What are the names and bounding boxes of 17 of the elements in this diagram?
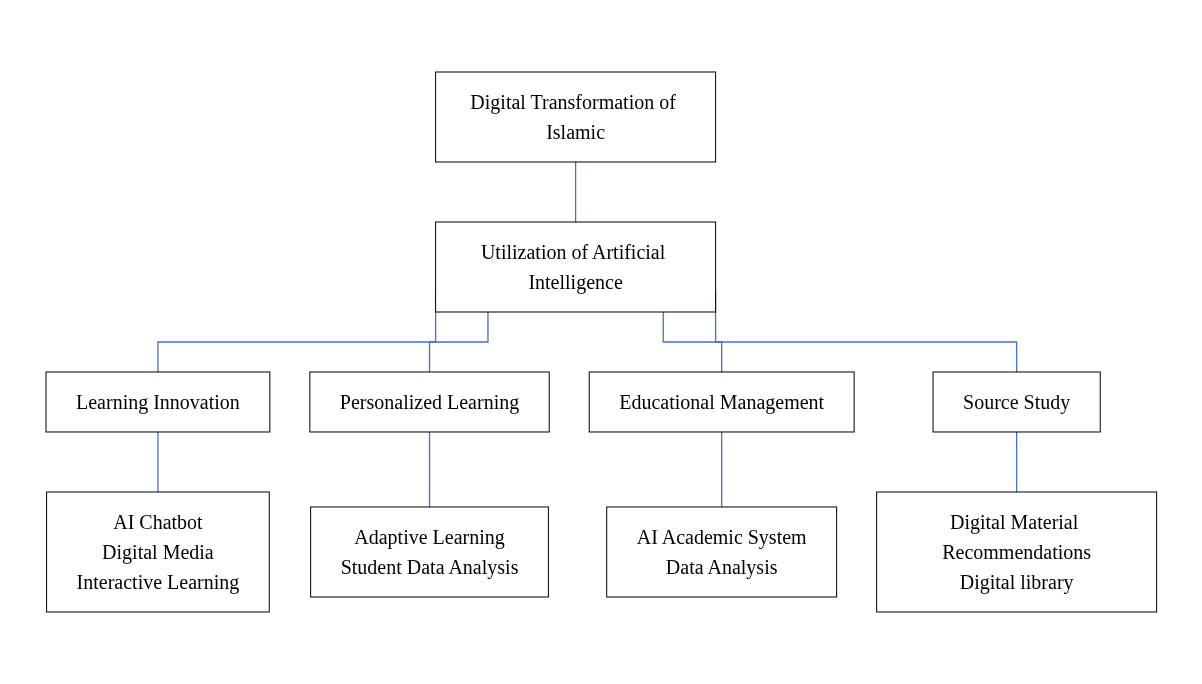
node-box: Personalized Learning <box>309 371 550 433</box>
node-box: Digital Transformation of Islamic <box>434 71 716 163</box>
node-box: Educational Management <box>588 371 855 433</box>
connector <box>720 431 722 508</box>
connector <box>662 311 722 373</box>
connector <box>156 431 159 493</box>
connector <box>428 431 430 508</box>
node-box: Learning Innovation <box>45 371 270 433</box>
node-box: Source Study <box>932 371 1101 433</box>
connector <box>428 311 489 373</box>
connector <box>1015 431 1017 493</box>
connector <box>574 161 576 223</box>
node-box: AI Chatbot Digital Media Interactive Learning <box>45 491 270 613</box>
node-box: Utilization of Artificial Intelligence <box>434 221 716 313</box>
node-box: Adaptive Learning Student Data Analysis <box>309 506 549 598</box>
node-box: Digital Material Recommendations Digital library <box>875 491 1157 613</box>
node-box: AI Academic System Data Analysis <box>605 506 837 598</box>
